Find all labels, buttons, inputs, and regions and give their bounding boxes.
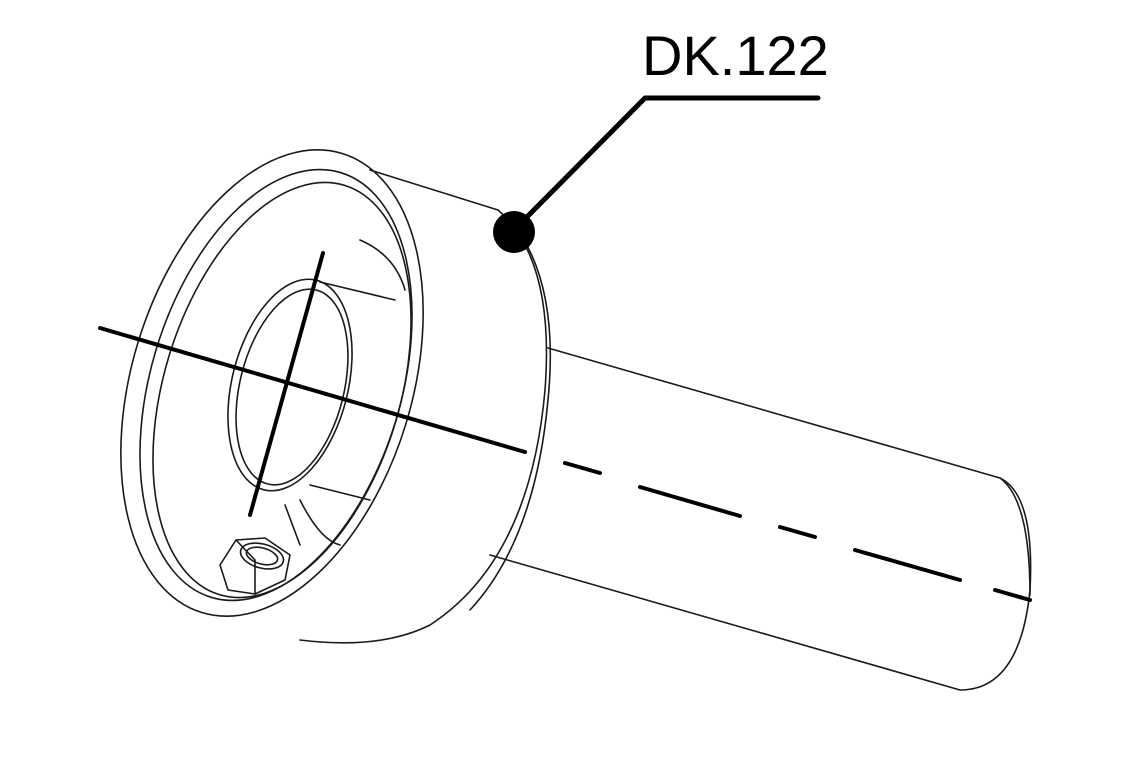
center-axis (98, 251, 1032, 602)
callout-dot (493, 211, 535, 253)
nut (219, 537, 291, 595)
inner-bore (227, 239, 406, 546)
callout-leader (493, 95, 821, 253)
vertical-axis (248, 251, 325, 517)
cylinder-tube (489, 347, 1032, 691)
flange-body (120, 149, 552, 644)
part-callout-label: DK.122 (642, 24, 829, 87)
